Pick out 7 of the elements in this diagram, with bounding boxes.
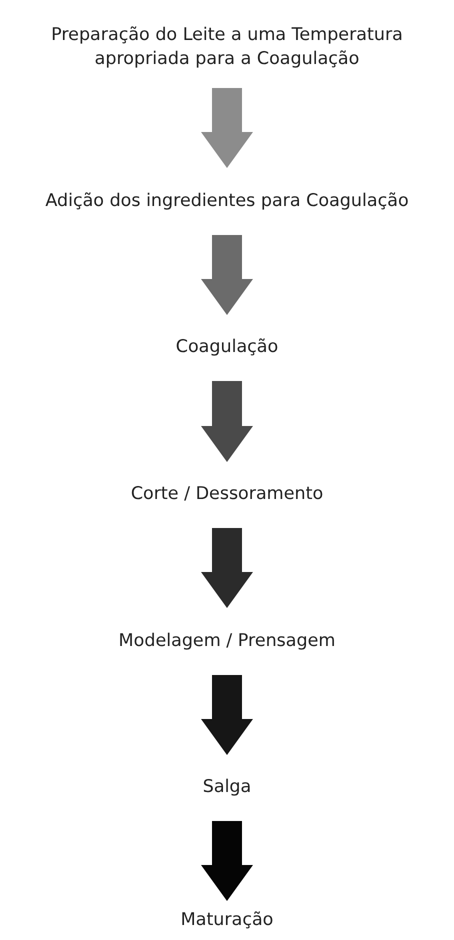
step-label: Maturação: [180, 908, 274, 932]
step-label: Salga: [202, 776, 252, 800]
step-label: Preparação do Leite a uma Temperatura apropriada para a Coagulação: [50, 24, 404, 71]
step-label: Adição dos ingredientes para Coagulação: [45, 190, 409, 213]
step-label: Coagulação: [176, 336, 278, 360]
step-label: Corte / Dessoramento: [130, 483, 324, 506]
step-label: Modelagem / Prensagem: [118, 630, 336, 653]
